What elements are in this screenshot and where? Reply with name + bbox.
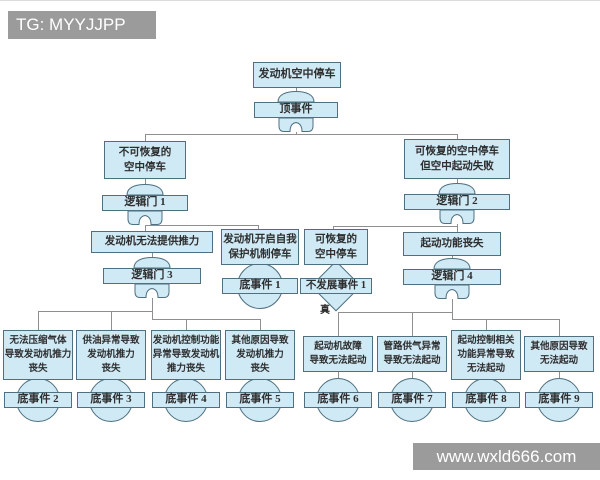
event-self-protection: 发动机开启自我 保护机制停车: [221, 229, 299, 265]
cause-other-start-failure: 其他原因导致 无法起动: [524, 336, 594, 372]
cause-starter-fault: 起动机故障 导致无法起动: [303, 336, 373, 372]
basic-event-label-6: 底事件 6: [304, 392, 372, 408]
or-gate-dome-icon: [133, 257, 171, 268]
connector: [111, 311, 112, 330]
connector: [296, 88, 297, 91]
basic-event-label-9: 底事件 9: [525, 392, 593, 408]
event-recoverable-shutdown: 可恢复的 空中停车: [304, 229, 368, 265]
event-top: 发动机空中停车: [253, 62, 341, 88]
cause-air-supply-abnormal: 管路供气异常 导致无法起动: [377, 336, 447, 372]
connector: [457, 134, 458, 139]
cause-control-function-abnormal: 发动机控制功能 异常导致发动机 推力丧失: [151, 330, 221, 380]
event-recoverable-restart-failed: 可恢复的空中停车 但空中起动失败: [404, 139, 510, 179]
basic-event-label-7: 底事件 7: [378, 392, 446, 408]
basic-event-label-1: 底事件 1: [222, 278, 298, 294]
watermark-top-left: TG: MYYJJPP: [8, 11, 156, 39]
connector: [452, 256, 453, 258]
or-gate-bottom-icon: [278, 118, 314, 132]
connector: [452, 319, 559, 320]
gate-label-2: 逻辑门 2: [404, 194, 510, 210]
connector: [152, 298, 153, 311]
connector: [452, 299, 453, 312]
connector: [258, 225, 259, 229]
connector: [260, 319, 261, 330]
basic-event-label-3: 底事件 3: [77, 392, 145, 408]
connector: [186, 319, 187, 330]
basic-event-label-2: 底事件 2: [4, 392, 72, 408]
connector: [145, 134, 458, 135]
connector: [296, 132, 297, 134]
event-start-function-loss: 起动功能丧失: [403, 232, 501, 256]
connector: [333, 226, 457, 227]
connector: [145, 225, 258, 226]
connector: [145, 179, 146, 184]
connector: [338, 372, 339, 378]
or-gate-bottom-icon: [134, 284, 170, 298]
or-gate-dome-icon: [433, 258, 471, 269]
page-top-border: [0, 0, 600, 1]
basic-event-label-8: 底事件 8: [452, 392, 520, 408]
connector: [457, 179, 458, 183]
connector: [559, 319, 560, 336]
connector: [145, 134, 146, 141]
connector: [457, 224, 458, 232]
or-gate-bottom-icon: [439, 210, 475, 224]
connector: [559, 372, 560, 378]
connector: [412, 312, 413, 336]
connector: [486, 319, 487, 330]
connector: [38, 311, 152, 312]
connector: [152, 319, 260, 320]
connector: [38, 311, 39, 330]
or-gate-bottom-icon: [127, 211, 163, 225]
event-unrecoverable-shutdown: 不可恢复的 空中停车: [104, 141, 186, 179]
cause-fuel-supply-abnormal: 供油异常导致 发动机推力 丧失: [76, 330, 146, 380]
gate-label-3: 逻辑门 3: [103, 268, 201, 284]
cause-start-control-abnormal: 起动控制相关 功能异常导致 无法起动: [451, 330, 521, 380]
connector: [152, 253, 153, 257]
connector: [338, 312, 452, 313]
connector: [145, 225, 146, 231]
connector: [412, 372, 413, 378]
undeveloped-note: 真: [320, 305, 330, 316]
cause-other-thrust-loss: 其他原因导致 发动机推力 丧失: [225, 330, 295, 380]
event-no-thrust: 发动机无法提供推力: [91, 231, 213, 253]
undeveloped-event-label-1: 不发展事件 1: [300, 278, 372, 294]
watermark-bottom-right: www.wxld666.com: [413, 443, 600, 470]
or-gate-dome-icon: [277, 91, 315, 102]
connector: [152, 311, 153, 319]
or-gate-bottom-icon: [434, 285, 470, 299]
connector: [452, 312, 453, 319]
basic-event-label-5: 底事件 5: [226, 392, 294, 408]
connector: [333, 226, 334, 229]
gate-label-4: 逻辑门 4: [403, 269, 501, 285]
or-gate-dome-icon: [438, 183, 476, 194]
basic-event-label-4: 底事件 4: [152, 392, 220, 408]
connector: [338, 312, 339, 336]
gate-label-1: 逻辑门 1: [102, 195, 188, 211]
gate-label-top: 顶事件: [254, 102, 338, 118]
or-gate-dome-icon: [126, 184, 164, 195]
cause-compression-failure: 无法压缩气体 导致发动机推力 丧失: [3, 330, 73, 380]
